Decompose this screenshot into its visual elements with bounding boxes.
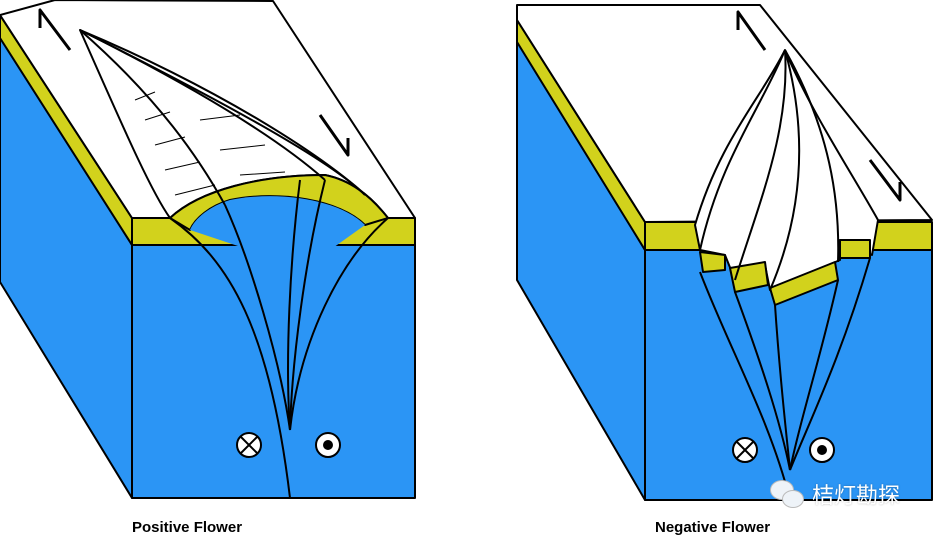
dot-circle-icon [315,432,835,463]
negative-flower-block [516,4,933,501]
wechat-icon [770,480,806,508]
faults [699,49,871,501]
positive-flower-label: Positive Flower [132,519,243,536]
faults [79,29,389,499]
hatching [134,91,286,196]
negative-flower-label: Negative Flower [655,519,771,536]
watermark: 桔灯勘探 [770,478,900,510]
positive-flower-block [0,0,416,499]
front-face [131,244,416,499]
cross-circle-icon [236,432,758,463]
shear-arrows [38,8,350,157]
watermark-text: 桔灯勘探 [812,484,901,509]
antiform-blue [190,196,365,250]
shear-arrows [736,10,902,202]
